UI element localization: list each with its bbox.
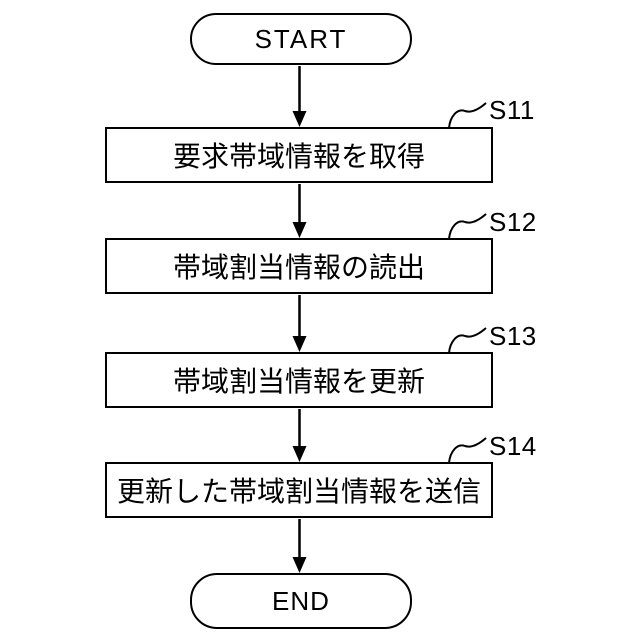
process-text: 要求帯域情報を取得 [172,141,425,172]
arrow-down-icon [292,336,307,352]
step-label-s11: S11 [489,95,535,125]
arrow-down-icon [292,557,307,573]
leader-squiggle-s11 [448,102,487,129]
arrow-down-icon [292,111,307,127]
start-label: START [254,23,348,54]
flow-arrow-s12-to-s13 [292,295,307,352]
leader-squiggle-s14 [448,437,487,464]
arrow-down-icon [292,446,307,462]
flow-arrow-start-to-s11 [292,66,307,127]
process-box-s13: 帯域割当情報を更新 [105,352,493,408]
flow-arrow-s13-to-s14 [292,409,307,462]
process-box-s11: 要求帯域情報を取得 [105,127,493,183]
arrow-down-icon [292,222,307,238]
process-text: 帯域割当情報の読出 [172,252,425,283]
leader-squiggle-s12 [448,213,487,240]
flow-arrow-s11-to-s12 [292,184,307,238]
step-label-s13: S13 [489,321,537,351]
process-box-s14: 更新した帯域割当情報を送信 [105,462,493,518]
flow-arrow-s14-to-end [292,519,307,573]
process-box-s12: 帯域割当情報の読出 [105,238,493,294]
process-text: 更新した帯域割当情報を送信 [116,476,481,507]
end-label: END [272,585,330,616]
step-label-s14: S14 [489,431,537,461]
leader-squiggle-s13 [448,327,487,354]
start-terminator: START [190,13,412,65]
end-terminator: END [190,573,412,629]
step-label-s12: S12 [489,207,537,237]
process-text: 帯域割当情報を更新 [172,366,425,397]
